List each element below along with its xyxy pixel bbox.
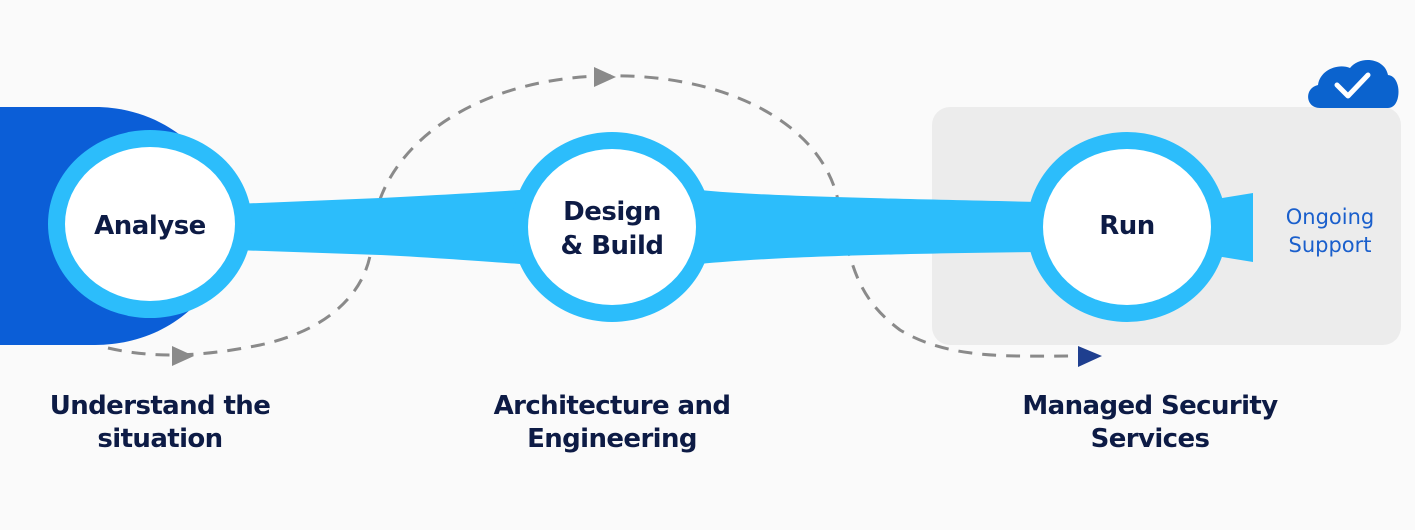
connector-bar — [700, 190, 1040, 264]
caption-analyse: Understand the situation — [20, 390, 300, 456]
caption-line: situation — [97, 424, 223, 454]
arrow-icon — [172, 346, 194, 366]
stage-title-run: Run — [1099, 211, 1155, 241]
stage-title-build: & Build — [561, 231, 664, 261]
arrow-end-icon — [1078, 346, 1102, 367]
caption-line: Managed Security — [1022, 391, 1278, 421]
ongoing-label-line1: Ongoing — [1286, 205, 1375, 229]
stage-title-design: Design — [563, 197, 661, 227]
caption-line: Engineering — [527, 424, 697, 454]
stage-title-analyse: Analyse — [94, 211, 206, 241]
connector-bar — [235, 190, 520, 264]
caption-line: Architecture and — [493, 391, 731, 421]
caption-design: Architecture and Engineering — [462, 390, 762, 456]
caption-line: Services — [1090, 424, 1210, 454]
caption-line: Understand the — [49, 391, 271, 421]
cloud-check-icon — [1308, 59, 1399, 108]
arrow-icon — [594, 67, 616, 87]
ongoing-label-line2: Support — [1288, 233, 1371, 257]
caption-run: Managed Security Services — [990, 390, 1310, 456]
